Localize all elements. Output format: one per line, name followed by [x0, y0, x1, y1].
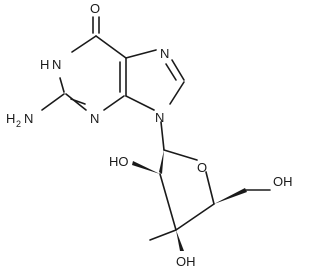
bond-n3-c4	[103, 95, 125, 111]
bond-n9-c1prime	[160, 121, 165, 151]
atom-h-nh2: H	[6, 111, 15, 126]
bond-c1prime-o4prime	[163, 149, 198, 161]
atom-n7: N	[160, 46, 169, 61]
bond-o4prime-c4prime	[205, 171, 215, 205]
bond-c4prime-c3prime	[175, 203, 215, 231]
bond-n7-c8-double	[165, 63, 177, 81]
wedge-c2prime-c1prime	[159, 150, 164, 174]
bond-c2-n3	[65, 93, 87, 111]
wedge-c2prime-oh	[132, 161, 160, 174]
atom-o-carbonyl: O	[90, 1, 100, 16]
atom-o4prime: O	[197, 160, 207, 175]
atom-nh2-subscript: 2	[16, 119, 21, 129]
wedge-c3prime-oh	[176, 230, 184, 251]
atom-n-nh2: N	[24, 111, 33, 126]
bond-n1-c2	[59, 77, 65, 93]
molecule-diagram: O H N N N N H 2 N O HO OH OH	[6, 1, 293, 269]
atom-oh-5prime: OH	[273, 174, 293, 189]
atom-n3: N	[90, 111, 99, 126]
bond-c3prime-methyl	[149, 229, 177, 241]
bond-c5-c6	[95, 35, 127, 59]
atom-n1: N	[52, 57, 61, 72]
bond-c8-n9	[169, 81, 185, 105]
bond-n7-c8	[171, 59, 185, 81]
wedge-c4prime-c5prime	[214, 188, 247, 204]
atom-oh-3prime: OH	[176, 254, 196, 269]
bond-c5-n7	[125, 49, 157, 59]
atom-h-n1: H	[40, 57, 49, 72]
structure-svg: O H N N N N H 2 N O HO OH OH	[6, 1, 293, 269]
atom-ho-2prime: HO	[109, 154, 129, 169]
bond-c6-n1	[71, 35, 97, 53]
bond-n9-c4	[125, 95, 155, 111]
bond-c2-nh2	[41, 93, 65, 111]
atom-n9: N	[155, 110, 164, 125]
bond-c2-n3-double	[70, 98, 86, 105]
bond-c2prime-c3prime	[159, 173, 177, 231]
